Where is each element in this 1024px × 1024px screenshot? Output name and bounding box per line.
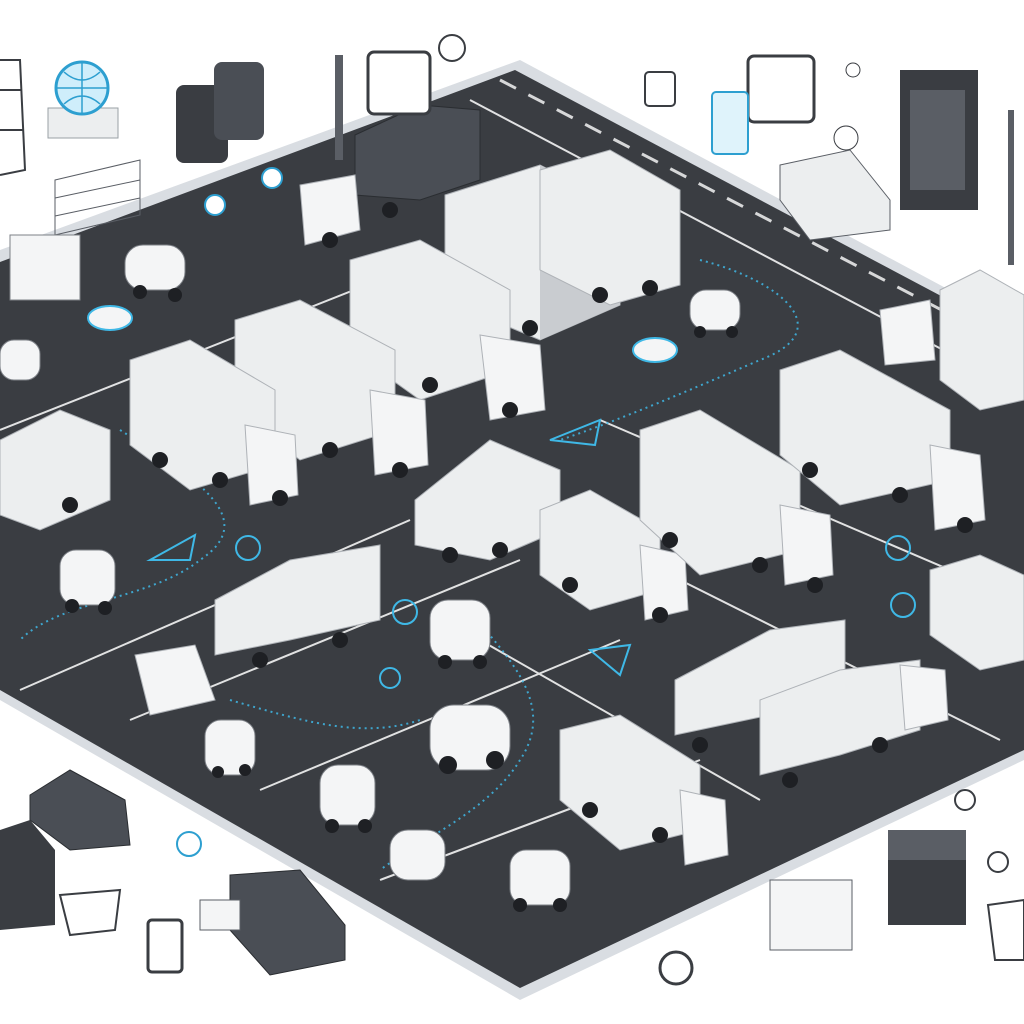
robots [0, 244, 741, 912]
gauge-icon [438, 34, 466, 62]
globe-icon [47, 60, 119, 139]
shield-icon [204, 167, 283, 216]
antenna-tower-icon [0, 59, 27, 176]
fence [54, 159, 141, 236]
truck-11 [879, 269, 1024, 411]
chip-icon [366, 50, 432, 116]
light-pole-right [1008, 110, 1014, 265]
monitor-icon [644, 71, 676, 107]
warehouse-icon [0, 820, 55, 930]
server-rack-icon [900, 70, 978, 210]
truck-7 [414, 439, 561, 563]
pin-icon [176, 831, 202, 857]
box-truck [199, 869, 346, 976]
truck-8 [539, 489, 689, 623]
lock-icon [146, 918, 184, 974]
truck-2 [539, 149, 681, 306]
robot-6 [204, 719, 256, 778]
robot-5 [429, 704, 511, 774]
robot-2 [124, 244, 186, 302]
truck-13 [674, 619, 949, 788]
robot-8 [389, 829, 446, 881]
fingerprint-icon [711, 91, 749, 155]
camera-icon [658, 950, 694, 986]
truck-14 [559, 714, 729, 866]
surrounding-objects [0, 34, 1024, 986]
box-icon [888, 830, 966, 925]
robot-9 [509, 849, 571, 912]
robot-10 [0, 339, 41, 381]
truck-10 [779, 349, 986, 533]
printer-icon [769, 879, 853, 951]
robot-3 [59, 549, 116, 615]
dark-truck [299, 104, 481, 248]
cart-icon-right [986, 898, 1024, 961]
truck-9 [639, 409, 834, 593]
cart-icon [58, 888, 122, 937]
truck-15 [929, 554, 1024, 671]
trucks [0, 104, 1024, 866]
robot-1 [689, 289, 741, 338]
truck-12 [134, 544, 381, 716]
robot-4 [429, 599, 491, 669]
panel-icon [746, 54, 816, 124]
robot-7 [319, 764, 376, 833]
light-pole [335, 55, 343, 160]
scanner-pads [87, 305, 916, 689]
truck-5 [129, 339, 299, 506]
server-barrels [176, 62, 264, 163]
truck-6 [0, 409, 111, 531]
delivery-van-top [779, 149, 891, 241]
target-icon [954, 789, 1009, 873]
signal-icon [833, 62, 861, 151]
kiosk-icon [9, 234, 81, 301]
